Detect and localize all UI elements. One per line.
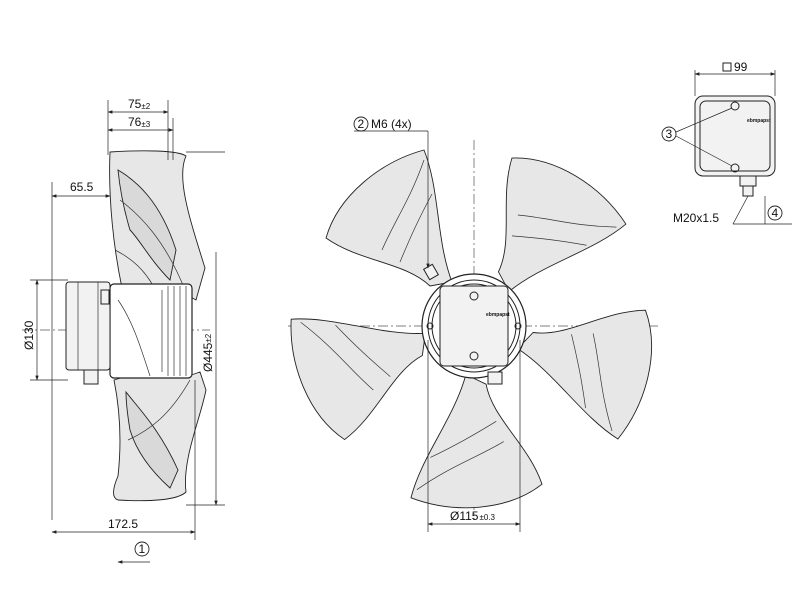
dim-445-label: Ø445±2 bbox=[201, 333, 215, 372]
callout-2-label: 2 bbox=[358, 117, 365, 131]
hub-screw-bottom bbox=[469, 351, 479, 361]
callout-3-label: 3 bbox=[666, 127, 673, 141]
hub-screw-top bbox=[469, 291, 479, 301]
side-strut bbox=[117, 299, 151, 377]
front-view: ebmpapst 2 M6 (4x) Ø115±0.3 bbox=[288, 116, 660, 532]
fan-blade bbox=[516, 309, 652, 440]
fan-hub-ring bbox=[431, 283, 517, 369]
side-bracket bbox=[100, 289, 110, 305]
side-vane-line bbox=[127, 379, 191, 441]
callout-1-bubble bbox=[134, 541, 150, 557]
callout-4-bubble bbox=[767, 205, 783, 221]
dim-115-label: Ø115±0.3 bbox=[450, 509, 496, 523]
side-blade-bottom-inner bbox=[125, 390, 179, 489]
fan-hub-inner bbox=[427, 279, 521, 373]
side-vane-line bbox=[119, 199, 186, 291]
callout-1-label: 1 bbox=[139, 542, 146, 556]
box-brand-label: ebmpapst bbox=[747, 118, 771, 124]
side-rotor-fins bbox=[161, 286, 187, 376]
callout-3-bubble bbox=[661, 126, 677, 142]
fan-blade bbox=[410, 373, 543, 509]
fan-blade bbox=[325, 149, 453, 287]
box-cable-gland bbox=[739, 175, 757, 187]
dim-99-label: 99 bbox=[734, 60, 748, 74]
fan-blade bbox=[497, 157, 627, 293]
side-cable-gland bbox=[83, 369, 99, 385]
fan-blade bbox=[290, 318, 426, 441]
side-terminal-box bbox=[65, 281, 111, 371]
fan-blades bbox=[290, 149, 652, 509]
dim-76-label: 76±3 bbox=[128, 115, 151, 129]
box-cable-gland-nut bbox=[742, 185, 754, 197]
terminal-box-view: 99 ebmpapst 3 M20x1.5 4 bbox=[661, 60, 792, 225]
hub-mount-hole bbox=[426, 322, 434, 330]
hub-mount-hole bbox=[514, 322, 522, 330]
box-screw-bottom bbox=[730, 163, 740, 173]
side-view: 75±2 76±3 65.5 Ø130 Ø445±2 172.5 1 bbox=[22, 97, 225, 564]
hub-cable-gland bbox=[487, 371, 503, 385]
dim-172-5-label: 172.5 bbox=[108, 517, 138, 531]
dim-65-5-label: 65.5 bbox=[70, 180, 94, 194]
thread-label: M20x1.5 bbox=[673, 211, 719, 225]
callout-4-label: 4 bbox=[772, 206, 779, 220]
dim-130-label: Ø130 bbox=[22, 320, 36, 350]
hub-brand-label: ebmpapst bbox=[486, 312, 510, 318]
mount-label: M6 (4x) bbox=[371, 117, 412, 131]
terminal-box-body bbox=[694, 95, 776, 177]
square-symbol bbox=[722, 62, 732, 72]
dim-75-label: 75±2 bbox=[128, 97, 151, 111]
hub-terminal-box bbox=[439, 285, 509, 367]
box-screw-top bbox=[730, 101, 740, 111]
